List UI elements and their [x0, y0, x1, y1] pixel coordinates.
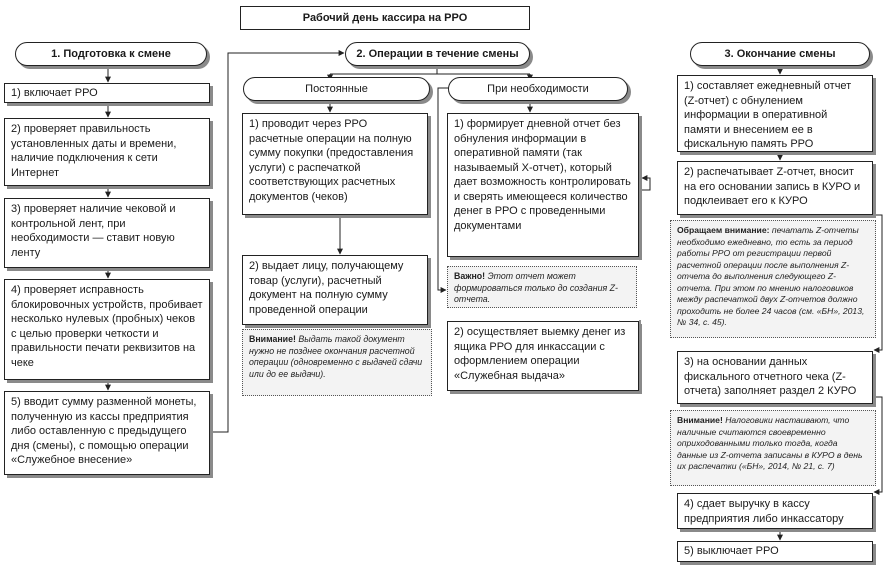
ops-permanent-step-1: 1) проводит через РРО расчетные операции… [242, 113, 428, 215]
end-step-5: 5) выключает РРО [677, 541, 873, 562]
diagram-title: Рабочий день кассира на РРО [240, 6, 530, 30]
prep-step-1: 1) включает РРО [4, 83, 210, 103]
ops-permanent-note: Внимание! Выдать такой документ нужно не… [242, 329, 432, 396]
prep-step-4: 4) проверяет исправность блокировочных у… [4, 279, 210, 380]
note-text: Этот отчет может формироваться только до… [454, 271, 618, 304]
ops-permanent-step-2: 2) выдает лицу, получающему товар (услуг… [242, 255, 428, 325]
end-step-1: 1) составляет ежедневный отчет (Z-отчет)… [677, 75, 873, 152]
note-text: печатать Z-отчеты необходимо ежедневно, … [677, 225, 865, 327]
subheader-permanent: Постоянные [243, 77, 430, 101]
end-step-2: 2) распечатывает Z-отчет, вносит на его … [677, 161, 873, 215]
header-operations: 2. Операции в течение смены [345, 42, 530, 66]
prep-step-5: 5) вводит сумму разменной монеты, получе… [4, 391, 210, 475]
end-step-4: 4) сдает выручку в кассу предприятия либ… [677, 493, 873, 529]
ops-as-needed-step-2: 2) осуществляет выемку денег из ящика РР… [447, 321, 639, 391]
end-step-3: 3) на основании данных фискального отчет… [677, 351, 873, 404]
note-text: Налоговики настаивают, что наличные счит… [677, 415, 863, 471]
note-label: Внимание! [677, 415, 723, 425]
note-label: Важно! [454, 271, 486, 281]
end-note-cash-posting: Внимание! Налоговики настаивают, что нал… [670, 410, 876, 486]
note-text: Выдать такой документ нужно не позднее о… [249, 334, 423, 379]
note-label: Обращаем внимание: [677, 225, 770, 235]
subheader-as-needed: При необходимости [448, 77, 628, 101]
header-preparation: 1. Подготовка к смене [15, 42, 207, 66]
ops-as-needed-step-1: 1) формирует дневной отчет без обнуления… [447, 113, 639, 257]
note-label: Внимание! [249, 334, 296, 344]
prep-step-2: 2) проверяет правильность установленных … [4, 118, 210, 186]
end-note-z-report: Обращаем внимание: печатать Z-отчеты нео… [670, 220, 876, 338]
ops-as-needed-note: Важно! Этот отчет может формироваться то… [447, 266, 637, 308]
prep-step-3: 3) проверяет наличие чековой и контрольн… [4, 198, 210, 268]
header-end-of-shift: 3. Окончание смены [690, 42, 870, 66]
